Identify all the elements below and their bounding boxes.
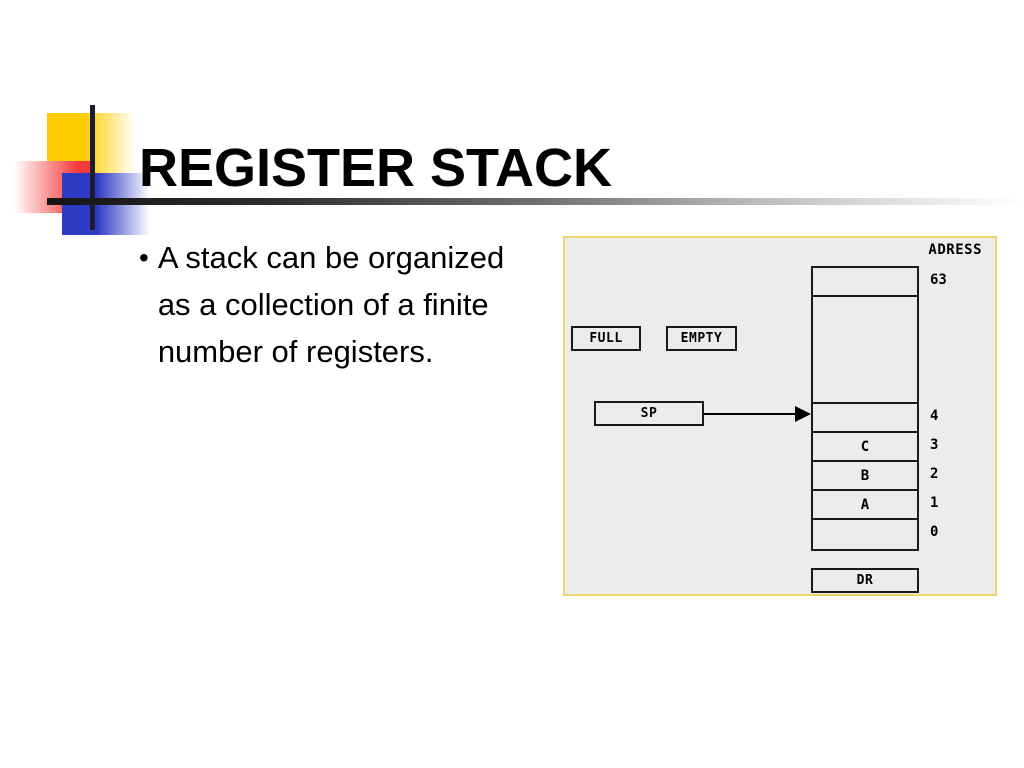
decor-vertical-rule: [90, 105, 95, 230]
title-underline-rule: [47, 198, 1022, 205]
stack-cell: [813, 268, 917, 297]
list-item: • A stack can be organized as a collecti…: [139, 234, 559, 375]
address-label: 3: [930, 437, 939, 453]
address-column-header: ADRESS: [928, 242, 982, 258]
address-label: 63: [930, 272, 947, 288]
stack-cell: [813, 404, 917, 433]
bullet-text: A stack can be organized as a collection…: [157, 240, 505, 369]
data-register-box: DR: [811, 568, 919, 593]
page-title: REGISTER STACK: [139, 138, 613, 199]
stack-cell: A: [813, 491, 917, 520]
address-label: 2: [930, 466, 939, 482]
register-stack-diagram: ADRESS C B A 63 4 3 2 1 0 FULL EMPTY SP …: [563, 236, 997, 596]
address-label: 0: [930, 524, 939, 540]
stack-pointer-arrow-line: [704, 413, 797, 415]
stack-memory-column: C B A: [811, 266, 919, 551]
stack-pointer-arrow-icon: [795, 406, 811, 422]
address-label: 1: [930, 495, 939, 511]
slide-decoration-logo: [0, 95, 150, 235]
address-label-column: 63 4 3 2 1 0: [930, 266, 980, 547]
address-label: 4: [930, 408, 939, 424]
stack-cell: [813, 520, 917, 549]
stack-cell: [813, 297, 917, 404]
stack-pointer-box: SP: [594, 401, 704, 426]
address-label: [930, 295, 980, 402]
stack-cell: C: [813, 433, 917, 462]
bullet-marker-icon: •: [139, 242, 149, 273]
stack-cell: B: [813, 462, 917, 491]
full-flag-box: FULL: [571, 326, 641, 351]
empty-flag-box: EMPTY: [666, 326, 737, 351]
bullet-list: • A stack can be organized as a collecti…: [139, 234, 559, 375]
